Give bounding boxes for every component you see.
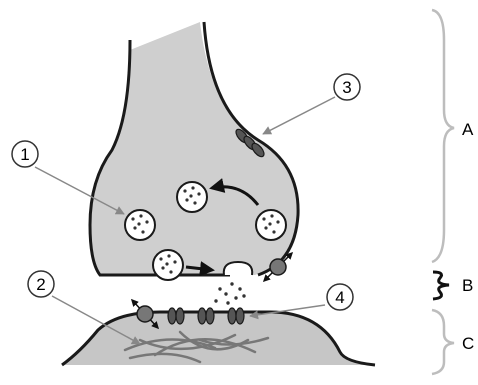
callout-4: 4 bbox=[327, 284, 353, 310]
callout-3: 3 bbox=[334, 74, 360, 100]
pointer-3 bbox=[263, 97, 335, 134]
brace-c bbox=[432, 310, 454, 374]
neurotransmitter-dots bbox=[214, 282, 245, 304]
callout-label: 2 bbox=[36, 275, 45, 294]
callout-label: 4 bbox=[335, 288, 344, 307]
brace-b bbox=[433, 272, 449, 299]
brace-a bbox=[432, 10, 454, 262]
vesicle bbox=[153, 250, 183, 280]
callout-label: 1 bbox=[20, 145, 29, 164]
brace-label-b: B bbox=[462, 276, 473, 295]
brace-label-c: C bbox=[462, 334, 474, 353]
postsynaptic-cell bbox=[62, 312, 375, 365]
vesicle bbox=[256, 210, 286, 240]
exocytosis-vesicle bbox=[224, 262, 252, 275]
vesicle bbox=[177, 182, 207, 212]
callout-2: 2 bbox=[28, 271, 54, 297]
brace-label-a: A bbox=[462, 120, 474, 139]
vesicle bbox=[125, 210, 155, 240]
callout-label: 3 bbox=[342, 78, 351, 97]
callout-1: 1 bbox=[12, 141, 38, 167]
